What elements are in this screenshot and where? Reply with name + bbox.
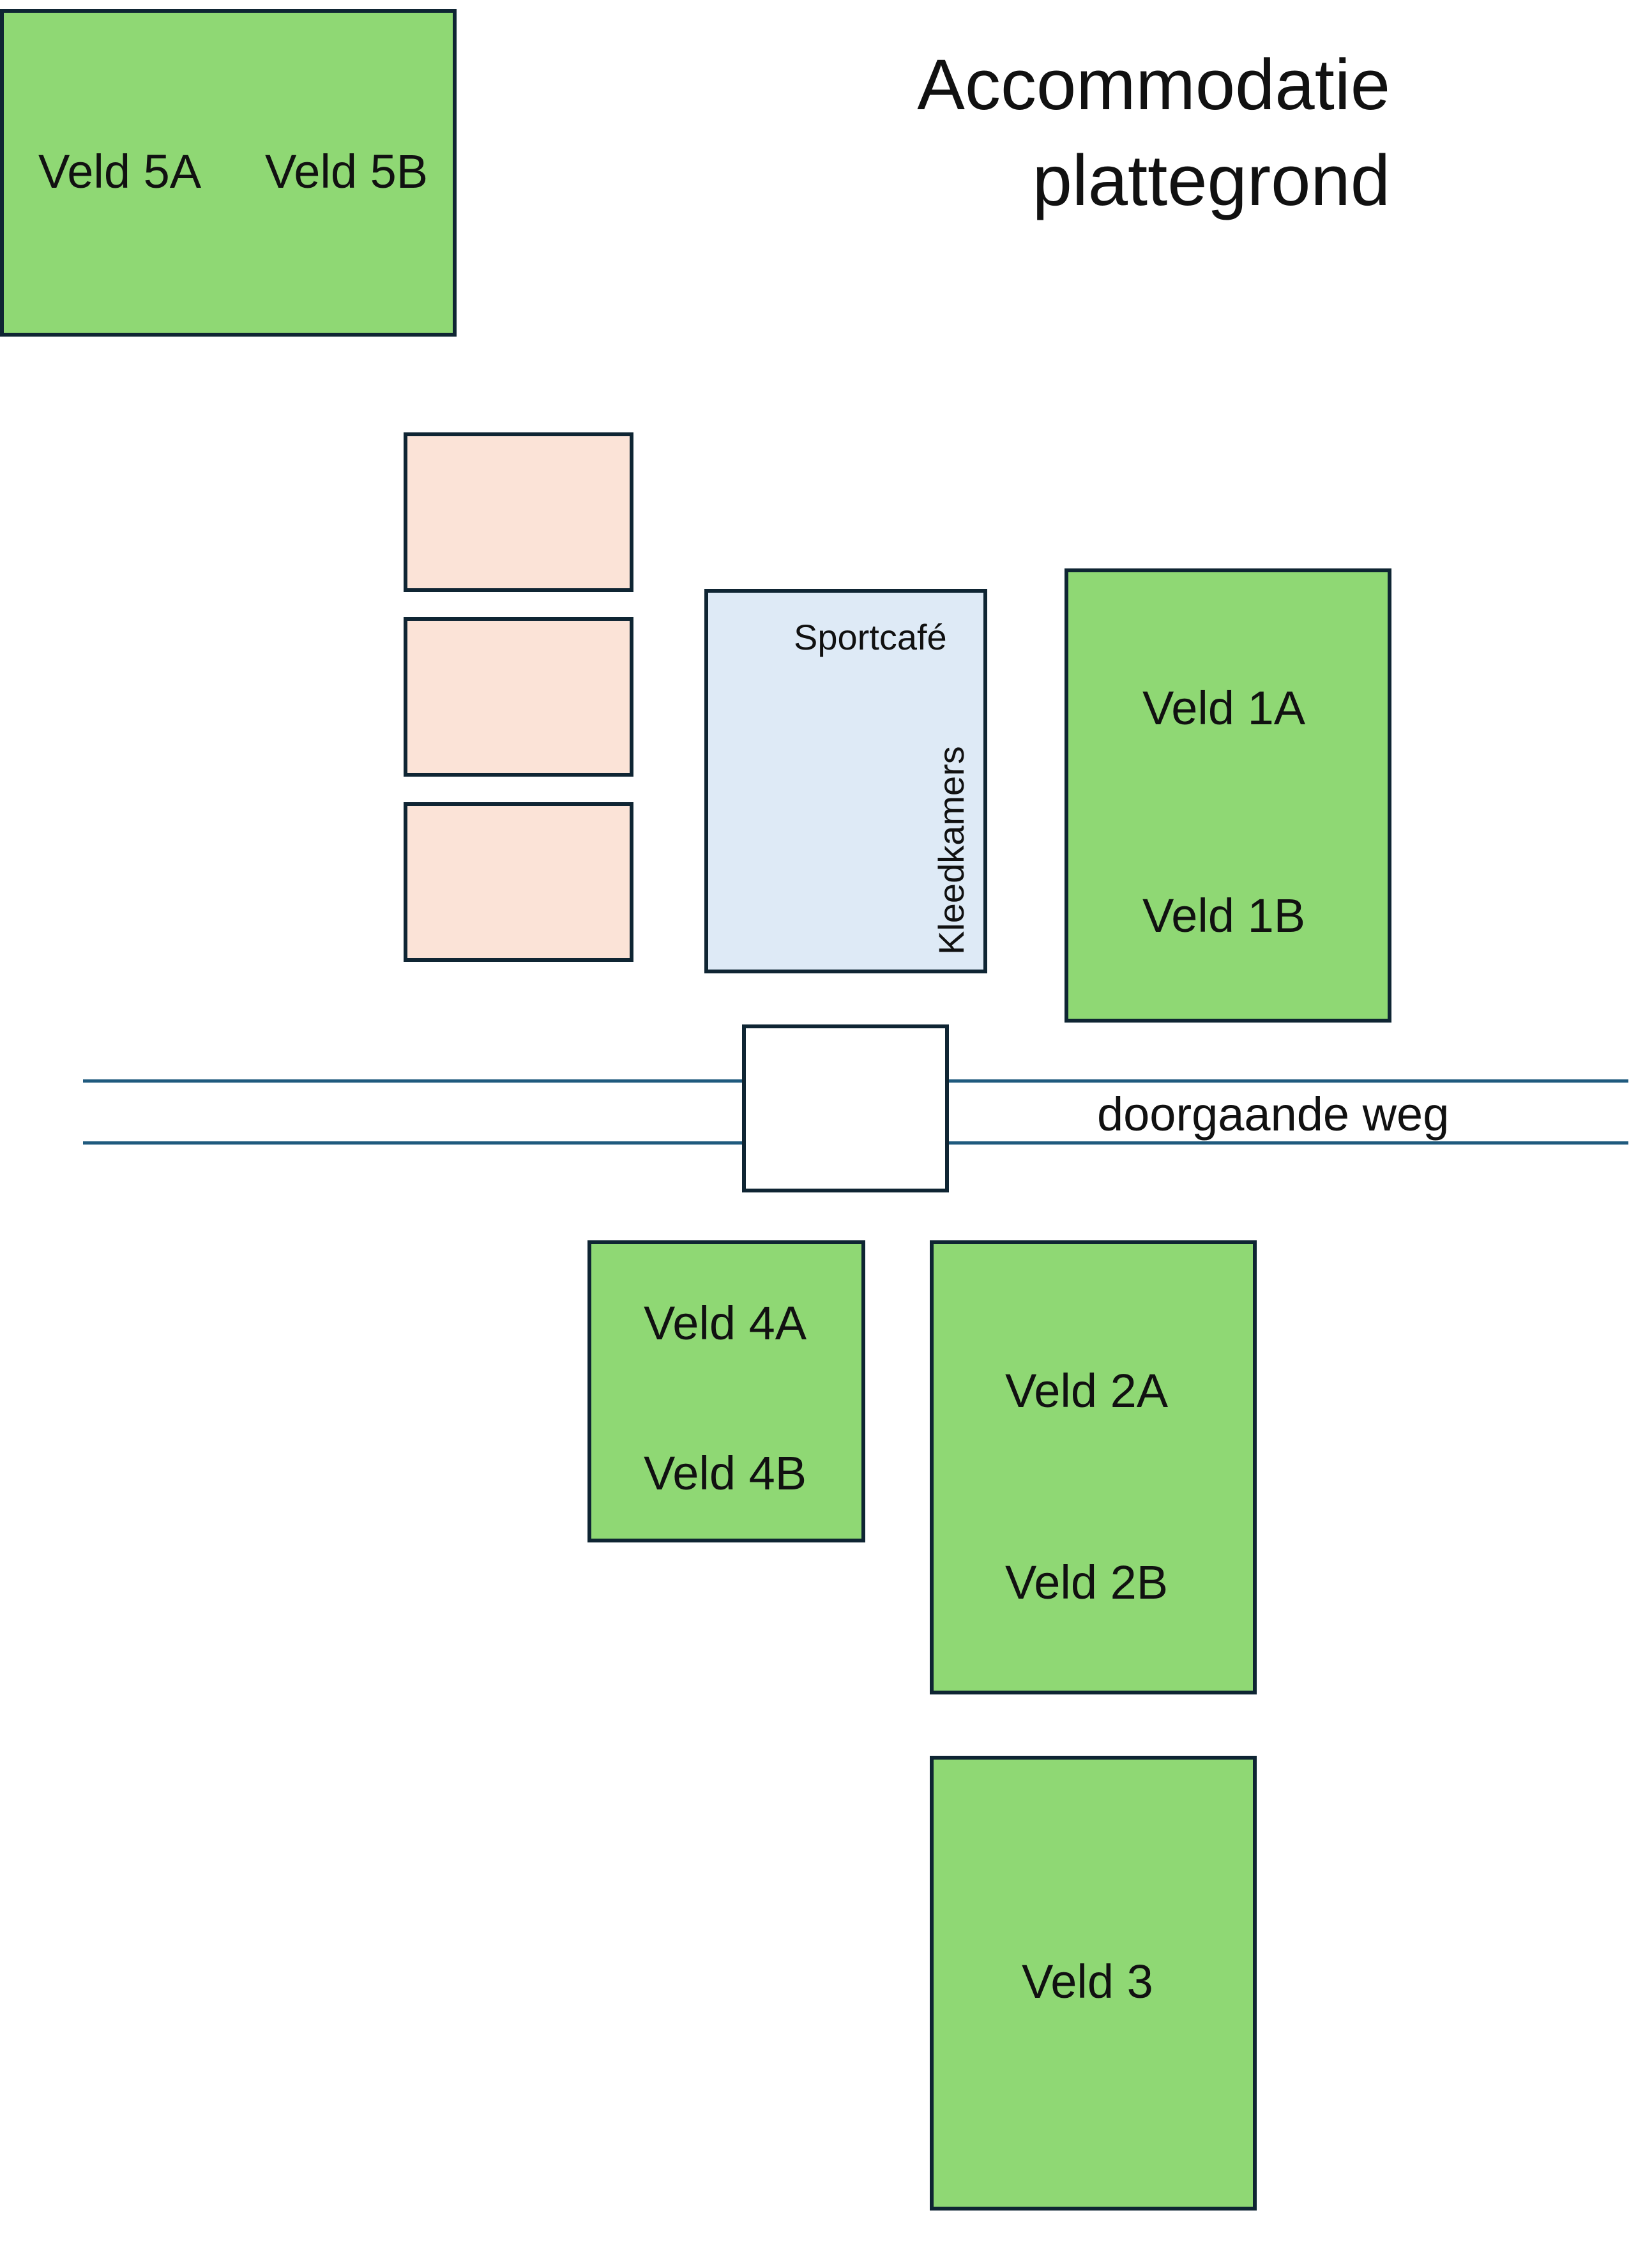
field-4a-label: Veld 4A [644, 1297, 807, 1350]
title-line-1: Accommodatie [917, 45, 1390, 125]
field-2 [930, 1240, 1257, 1694]
page-title: Accommodatie plattegrond [917, 37, 1390, 229]
field-1b-label: Veld 1B [1142, 889, 1306, 942]
field-1a-label: Veld 1A [1142, 681, 1306, 734]
road-crossing [742, 1024, 949, 1192]
clubhouse-building [704, 589, 987, 973]
field-5a-label: Veld 5A [38, 145, 202, 198]
sportcafe-label: Sportcafé [794, 617, 947, 657]
field-3 [930, 1756, 1257, 2211]
field-2b-label: Veld 2B [1005, 1556, 1169, 1609]
title-line-2: plattegrond [1032, 141, 1390, 220]
kleedkamers-label: Kleedkamers [931, 746, 971, 955]
peach-box-2 [404, 617, 633, 777]
field-1 [1065, 568, 1391, 1023]
field-2a-label: Veld 2A [1005, 1364, 1169, 1417]
field-5 [0, 9, 457, 337]
peach-box-3 [404, 802, 633, 962]
peach-box-1 [404, 432, 633, 592]
field-4b-label: Veld 4B [644, 1447, 807, 1500]
field-4 [587, 1240, 865, 1542]
field-5b-label: Veld 5B [265, 145, 428, 198]
road-label: doorgaande weg [1097, 1088, 1450, 1141]
field-3-label: Veld 3 [1022, 1955, 1153, 2008]
